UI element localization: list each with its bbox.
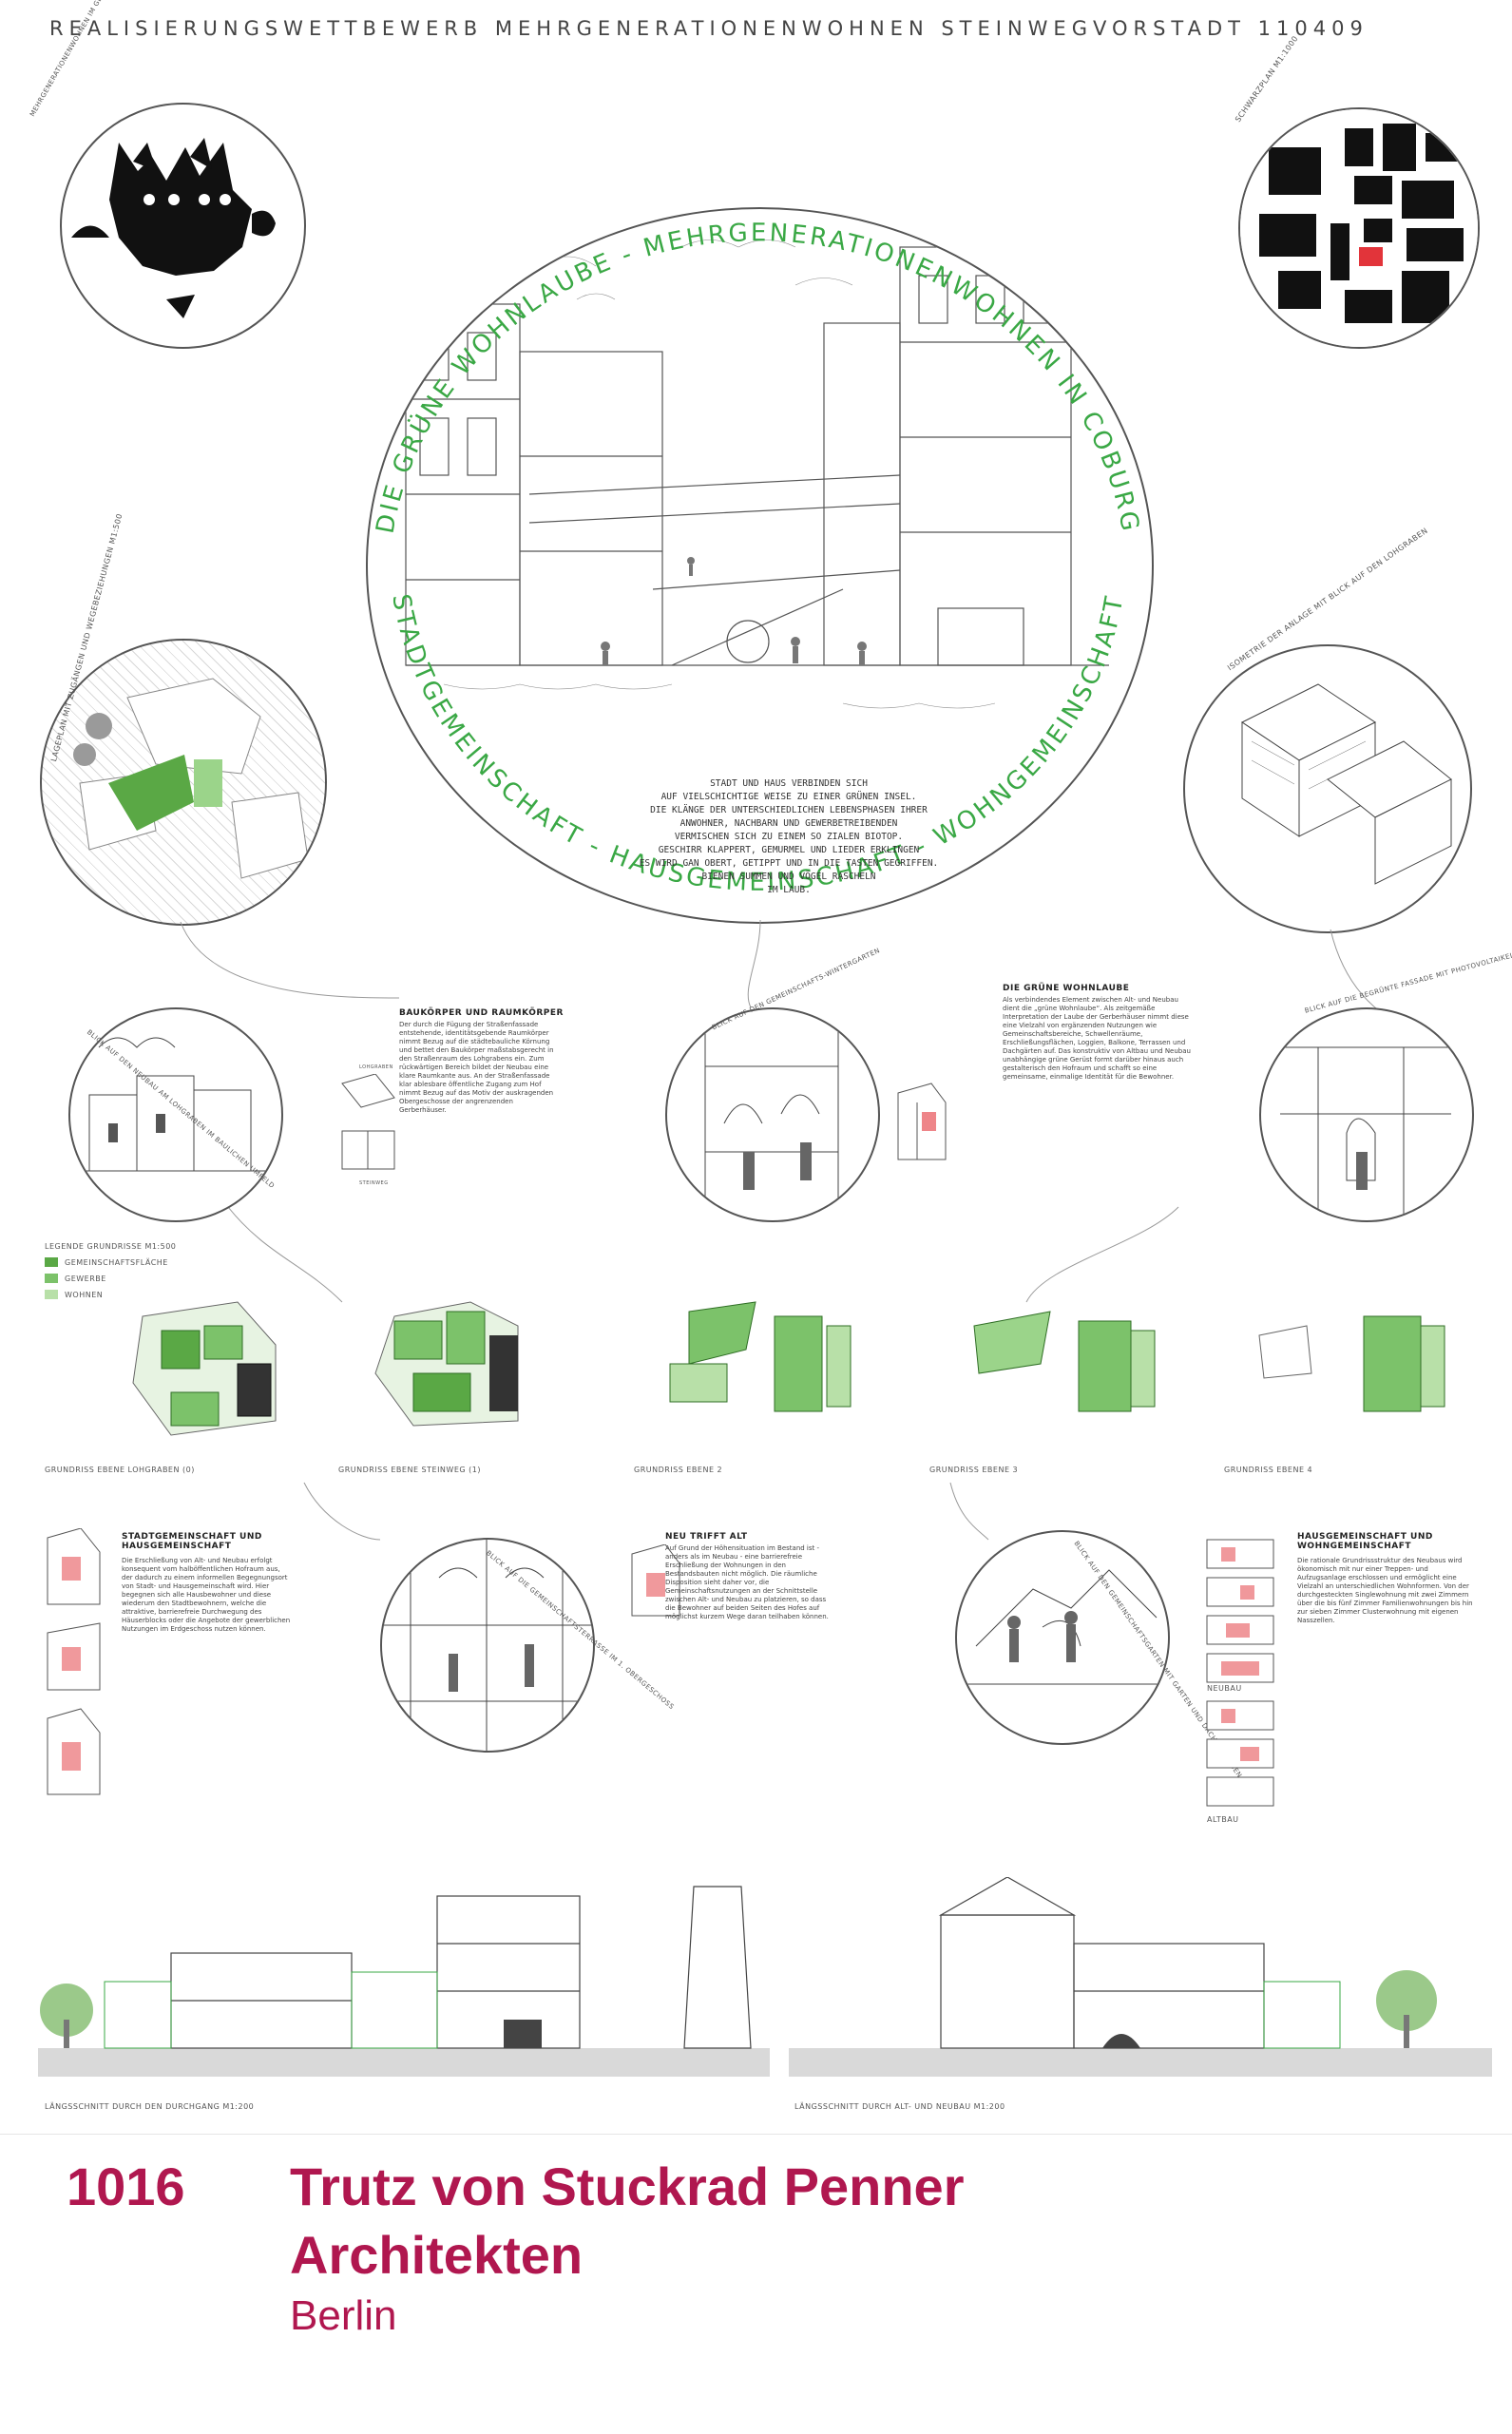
logo-circle xyxy=(60,103,306,349)
section-caption-left: LÄNGSSCHNITT DURCH DEN DURCHGANG M1:200 xyxy=(45,2102,255,2111)
longitudinal-sections xyxy=(38,1877,1492,2077)
foxes-logo-icon xyxy=(71,138,276,318)
isometrie-drawing xyxy=(1241,683,1452,885)
block-stadtgemeinschaft-text: Die Erschließung von Alt- und Neubau erf… xyxy=(122,1557,291,1633)
schwarzplan-circle xyxy=(1238,107,1480,349)
block-neutrifftalt-text: Auf Grund der Höhensituation im Bestand … xyxy=(665,1544,829,1620)
legend-label-gemeinschaft: GEMEINSCHAFTSFLÄCHE xyxy=(65,1258,168,1267)
plan-caption-0: GRUNDRISS EBENE LOHGRABEN (0) xyxy=(45,1466,195,1474)
grundriss-typologie-diagrams xyxy=(1206,1539,1274,1807)
connector-lines xyxy=(180,919,1388,1541)
view-garten-drawing xyxy=(957,1569,1168,1685)
footer xyxy=(0,2134,1512,2434)
neubau-label: NEUBAU xyxy=(1207,1684,1242,1693)
handwriting-line: ES WIRD GAN OBERT, GETIPPT UND IN DIE TA… xyxy=(639,858,939,869)
isometrie-circle xyxy=(1183,644,1472,933)
altbau-label: ALTBAU xyxy=(1207,1815,1239,1824)
view-wintergarten xyxy=(665,1007,880,1222)
schwarzplan-map xyxy=(1240,109,1478,347)
block-hausgemeinschaft-title: HAUSGEMEINSCHAFT UND WOHNGEMEINSCHAFT xyxy=(1297,1532,1433,1551)
plan-caption-4: GRUNDRISS EBENE 4 xyxy=(1224,1466,1313,1474)
competition-title: REALISIERUNGSWETTBEWERB MEHRGENERATIONEN… xyxy=(49,17,1368,40)
legend-swatch-wohnen xyxy=(45,1290,58,1299)
section-caption-right: LÄNGSSCHNITT DURCH ALT- UND NEUBAU M1:20… xyxy=(794,2102,1005,2111)
handwriting-text: STADT UND HAUS VERBINDEN SICH AUF VIELSC… xyxy=(589,777,988,897)
steinweg-label: STEINWEG xyxy=(359,1180,389,1186)
legend-label-wohnen: WOHNEN xyxy=(65,1291,104,1299)
block-stadtgemeinschaft-title: STADTGEMEINSCHAFT UND HAUSGEMEINSCHAFT xyxy=(122,1532,262,1551)
lohgraben-label: LOHGRABEN xyxy=(359,1064,393,1070)
block-wohnlaube-text: Als verbindendes Element zwischen Alt- u… xyxy=(1003,996,1191,1081)
block-neutrifftalt-title: NEU TRIFFT ALT xyxy=(665,1532,748,1542)
plan-level-4 xyxy=(1258,1315,1445,1412)
plan-caption-1: GRUNDRISS EBENE STEINWEG (1) xyxy=(338,1466,481,1474)
main-perspective-circle xyxy=(366,207,1154,924)
handwriting-line: AUF VIELSCHICHTIGE WEISE ZU EINER GRÜNEN… xyxy=(660,792,917,802)
view-gemeinschaftsgarten xyxy=(955,1530,1170,1745)
legend-label-gewerbe: GEWERBE xyxy=(65,1274,106,1283)
wohnlaube-diagram xyxy=(897,1083,947,1160)
entry-number: 1016 xyxy=(67,2156,185,2216)
block-baukoerper-text: Der durch die Fügung der Straßenfassade … xyxy=(399,1021,554,1114)
view-terrasse-drawing xyxy=(382,1540,593,1751)
lageplan-circle xyxy=(40,639,327,926)
view-neubau-drawing xyxy=(70,1037,281,1172)
block-hausgemeinschaft-text: Die rationale Grundrissstruktur des Neub… xyxy=(1297,1557,1473,1624)
handwriting-line: IM LAUB. xyxy=(767,885,811,895)
legend-swatch-gemeinschaft xyxy=(45,1257,58,1267)
view-begruente-fassade xyxy=(1259,1007,1474,1222)
view-fassade-drawing xyxy=(1280,1046,1451,1220)
plan-level-0 xyxy=(132,1301,277,1436)
handwriting-line: GESCHIRR KLAPPERT, GEMURMEL UND LIEDER E… xyxy=(658,845,920,855)
view-wintergarten-drawing xyxy=(704,1009,839,1220)
handwriting-line: DIE KLÄNGE DER UNTERSCHIEDLICHEN LEBENSP… xyxy=(650,805,928,815)
main-circle-arc-titles: DIE GRÜNE WOHNLAUBE - MEHRGENERATIONENWO… xyxy=(372,219,1142,897)
handwriting-line: ANWOHNER, NACHBARN UND GEWERBETREIBENDEN xyxy=(679,818,898,829)
plan-caption-3: GRUNDRISS EBENE 3 xyxy=(929,1466,1019,1474)
stadtgemeinschaft-diagrams xyxy=(47,1528,101,1795)
block-wohnlaube-title: DIE GRÜNE WOHNLAUBE xyxy=(1003,984,1130,993)
baukoerper-diagram xyxy=(341,1074,395,1170)
architect-name-line1: Trutz von Stuckrad Penner xyxy=(290,2156,965,2216)
view-gemeinschaftsterrasse xyxy=(380,1538,595,1753)
plan-level-3 xyxy=(973,1311,1156,1412)
handwriting-line: VERMISCHEN SICH ZU EINEM SO ZIALEN BIOTO… xyxy=(674,832,904,842)
plan-caption-2: GRUNDRISS EBENE 2 xyxy=(634,1466,723,1474)
legend-swatch-gewerbe xyxy=(45,1274,58,1283)
neu-alt-diagram xyxy=(631,1544,680,1617)
plan-level-1 xyxy=(374,1301,519,1427)
block-baukoerper-title: BAUKÖRPER UND RAUMKÖRPER xyxy=(399,1008,564,1018)
handwriting-line: STADT UND HAUS VERBINDEN SICH xyxy=(710,778,868,789)
poster: REALISIERUNGSWETTBEWERB MEHRGENERATIONEN… xyxy=(29,0,1512,2111)
legend-title: LEGENDE GRUNDRISSE M1:500 xyxy=(45,1242,177,1251)
handwriting-line: BIENEN SUMMEN UND VÖGEL RASCHELN xyxy=(701,872,876,882)
view-neubau-lohgraben xyxy=(68,1007,283,1222)
architect-city: Berlin xyxy=(290,2292,397,2339)
lageplan-map xyxy=(73,678,309,879)
plan-level-2 xyxy=(669,1301,852,1412)
architect-name-line2: Architekten xyxy=(290,2225,584,2285)
